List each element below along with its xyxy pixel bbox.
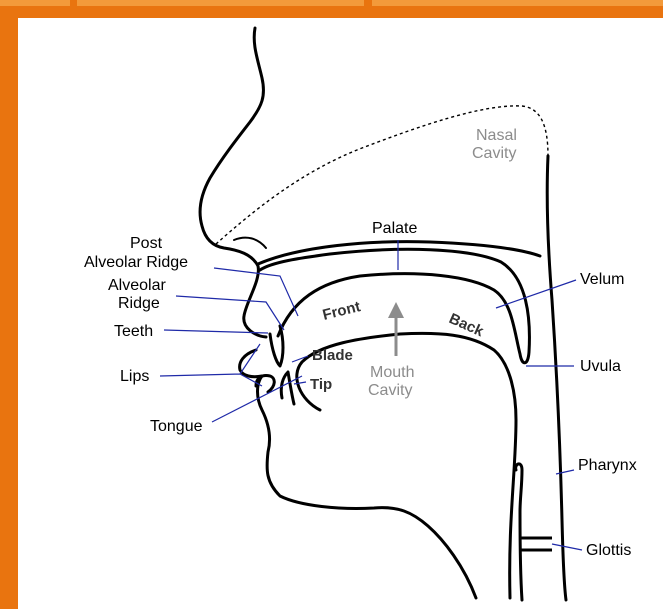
label-palate: Palate: [372, 220, 417, 237]
upper-teeth-outline: [270, 326, 283, 366]
label-mouth-line1: Mouth: [370, 364, 414, 381]
label-velum: Velum: [580, 271, 624, 288]
label-uvula: Uvula: [580, 358, 621, 375]
label-alveolar-line1: Alveolar: [108, 277, 166, 294]
leader-lips: [160, 344, 262, 386]
leader-post-alveolar: [214, 268, 298, 316]
leader-velum: [496, 280, 576, 308]
label-glottis: Glottis: [586, 542, 631, 559]
label-post-alveolar-line1: Post: [130, 235, 163, 252]
label-post-alveolar-line2: Alveolar Ridge: [84, 254, 188, 271]
label-front: Front: [321, 298, 362, 324]
label-pharynx: Pharynx: [578, 457, 637, 474]
face-profile-outline: [200, 28, 266, 337]
label-blade: Blade: [312, 347, 353, 364]
label-tip: Tip: [310, 376, 332, 393]
label-tongue: Tongue: [150, 418, 203, 435]
epiglottis-outline: [516, 464, 522, 512]
lips-chin-outline: [240, 350, 476, 598]
leader-pharynx: [556, 470, 574, 474]
mouth-cavity-arrowhead: [388, 302, 404, 318]
pharynx-back-wall: [547, 156, 566, 600]
leader-alveolar: [176, 296, 284, 330]
label-nasal-line1: Nasal: [476, 127, 517, 144]
label-lips: Lips: [120, 368, 149, 385]
lower-teeth-outline: [281, 372, 294, 404]
leader-tip: [294, 382, 306, 384]
leader-glottis: [552, 544, 582, 550]
label-teeth: Teeth: [114, 323, 153, 340]
larynx-front-wall: [520, 512, 522, 600]
label-alveolar-line2: Ridge: [118, 295, 160, 312]
label-mouth-line2: Cavity: [368, 382, 412, 399]
label-nasal-line2: Cavity: [472, 145, 516, 162]
nostril-outline: [234, 238, 266, 248]
